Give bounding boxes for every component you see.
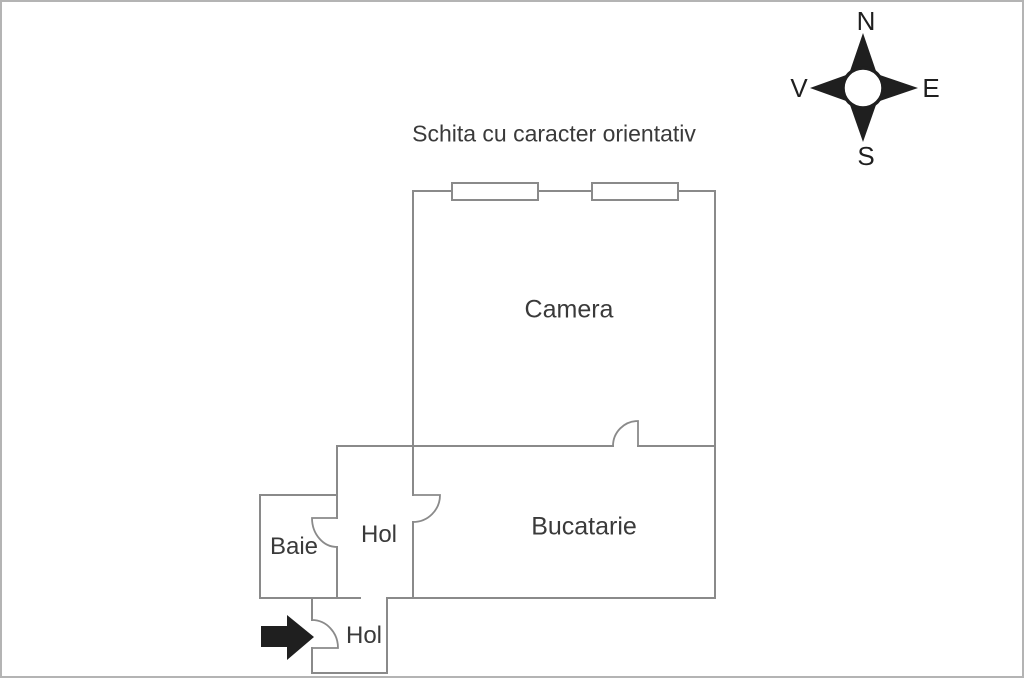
exterior-wall-top-right-bottom bbox=[386, 190, 716, 599]
compass-label-south: S bbox=[857, 141, 875, 171]
window-2 bbox=[591, 182, 679, 201]
window-1 bbox=[451, 182, 539, 201]
room-label-bucatarie: Bucatarie bbox=[531, 512, 637, 541]
room-label-camera: Camera bbox=[524, 295, 614, 324]
baie-exterior-wall bbox=[259, 494, 361, 599]
compass-label-east: E bbox=[922, 73, 940, 103]
compass-rose-icon bbox=[810, 33, 918, 142]
baie-door bbox=[311, 517, 338, 548]
room-label-hol-lower: Hol bbox=[345, 622, 383, 649]
room-label-baie: Baie bbox=[269, 533, 319, 560]
entry-door bbox=[311, 619, 339, 649]
walls bbox=[259, 190, 716, 674]
bucatarie-door bbox=[412, 494, 441, 523]
camera-door bbox=[612, 420, 639, 447]
room-label-hol-upper: Hol bbox=[360, 521, 398, 548]
entrance-arrow-icon bbox=[261, 615, 314, 660]
doors bbox=[311, 420, 639, 649]
windows bbox=[451, 182, 679, 201]
compass-label-west: V bbox=[790, 73, 808, 103]
compass-label-north: N bbox=[856, 6, 876, 36]
sketch-title: Schita cu caracter orientativ bbox=[412, 120, 696, 147]
compass-hub bbox=[841, 66, 885, 110]
entry-hall-box-wall bbox=[311, 597, 388, 674]
